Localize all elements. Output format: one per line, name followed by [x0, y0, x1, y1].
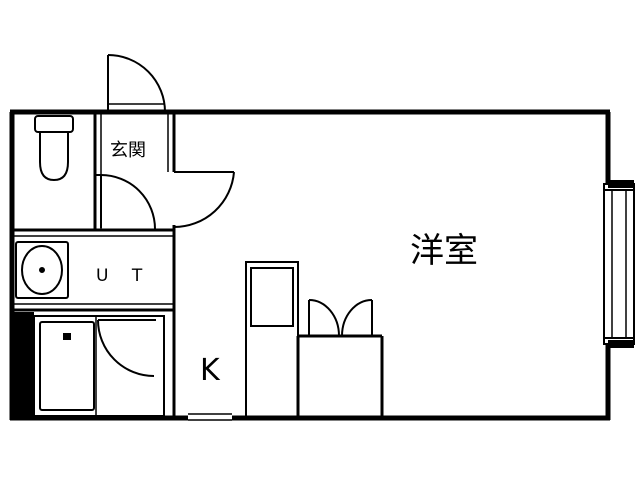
entrance-door: [107, 54, 166, 113]
room-door: [173, 171, 235, 229]
kitchen-doorway: [188, 413, 232, 421]
bath-wall-fill: [10, 312, 34, 420]
refrigerator-icon: [245, 261, 299, 419]
closet-doors: [308, 299, 373, 337]
bathtub-icon: [33, 315, 165, 417]
washbasin-icon: [15, 241, 69, 299]
bath-door: [97, 319, 156, 377]
western-room-label: 洋室: [410, 231, 478, 271]
entrance-label: 玄関: [110, 140, 146, 161]
utility-label: U T: [96, 266, 151, 286]
toilet-door: [95, 174, 156, 230]
kitchen-label: K: [200, 353, 221, 388]
toilet-icon: [34, 115, 74, 182]
window: [603, 180, 635, 348]
